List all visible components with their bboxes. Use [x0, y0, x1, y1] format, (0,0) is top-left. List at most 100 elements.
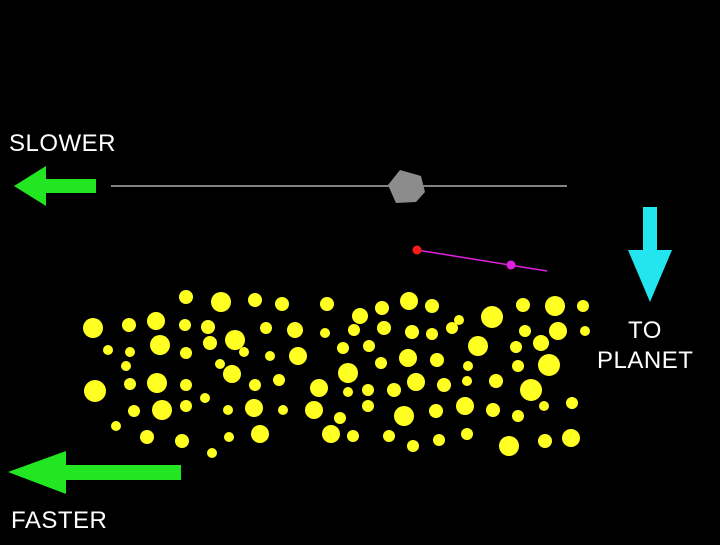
- particle-dot: [179, 290, 193, 304]
- particle-dot: [539, 401, 549, 411]
- particle-dot: [239, 347, 249, 357]
- particle-dot: [375, 301, 389, 315]
- particle-dot: [429, 404, 443, 418]
- particle-dot: [462, 376, 472, 386]
- particle-dot: [486, 403, 500, 417]
- particle-dot: [516, 298, 530, 312]
- particle-dot: [562, 429, 580, 447]
- trajectory-line: [417, 250, 547, 271]
- particle-dot: [147, 373, 167, 393]
- particle-dot: [150, 335, 170, 355]
- particle-dot: [124, 378, 136, 390]
- particle-dot: [320, 328, 330, 338]
- particle-dot: [446, 322, 458, 334]
- particle-dot: [383, 430, 395, 442]
- particle-dot: [519, 325, 531, 337]
- magenta-point: [507, 261, 516, 270]
- particle-dot: [248, 293, 262, 307]
- particle-dot: [215, 359, 225, 369]
- particle-dot: [180, 347, 192, 359]
- particle-dot: [352, 308, 368, 324]
- particle-dot: [180, 400, 192, 412]
- particle-dot: [278, 405, 288, 415]
- particle-dot: [430, 353, 444, 367]
- slower-label: SLOWER: [9, 131, 116, 157]
- particle-dot: [399, 349, 417, 367]
- particle-dot: [84, 380, 106, 402]
- particle-dot: [407, 373, 425, 391]
- particle-dot: [111, 421, 121, 431]
- particle-dot: [125, 347, 135, 357]
- particle-dot: [545, 296, 565, 316]
- particle-dot: [338, 363, 358, 383]
- particle-dot: [407, 440, 419, 452]
- particle-dot: [566, 397, 578, 409]
- particle-dot: [499, 436, 519, 456]
- particle-dot: [211, 292, 231, 312]
- particle-dot: [251, 425, 269, 443]
- particle-dot: [180, 379, 192, 391]
- particle-dot: [337, 342, 349, 354]
- particle-dot: [362, 384, 374, 396]
- particle-dot: [322, 425, 340, 443]
- particle-dot: [437, 378, 451, 392]
- particle-dot: [207, 448, 217, 458]
- particle-dot: [456, 397, 474, 415]
- particle-dot: [121, 361, 131, 371]
- particle-dot: [468, 336, 488, 356]
- slower-arrow-icon: [14, 166, 96, 206]
- particle-dot: [426, 328, 438, 340]
- to-planet-label-line1: TO: [628, 318, 662, 344]
- particle-dot: [200, 393, 210, 403]
- particle-dot: [538, 354, 560, 376]
- particle-dot: [375, 357, 387, 369]
- particle-dot: [289, 347, 307, 365]
- particle-dot: [538, 434, 552, 448]
- particle-dot: [260, 322, 272, 334]
- particle-dot: [461, 428, 473, 440]
- particle-dot: [463, 361, 473, 371]
- to-planet-label-line2: PLANET: [597, 348, 693, 374]
- particle-dot: [223, 365, 241, 383]
- particle-dot: [387, 383, 401, 397]
- red-point: [413, 246, 422, 255]
- particle-dot: [425, 299, 439, 313]
- faster-label: FASTER: [11, 508, 107, 534]
- particle-dot: [533, 335, 549, 351]
- particle-dot: [405, 325, 419, 339]
- particle-dot: [103, 345, 113, 355]
- particle-dot: [147, 312, 165, 330]
- particle-dot: [224, 432, 234, 442]
- particle-dot: [433, 434, 445, 446]
- particle-dot: [265, 351, 275, 361]
- particle-dot: [128, 405, 140, 417]
- particle-dot: [481, 306, 503, 328]
- particle-dot: [394, 406, 414, 426]
- particle-dot: [203, 336, 217, 350]
- particle-dot: [348, 324, 360, 336]
- particle-dot: [320, 297, 334, 311]
- particle-dot: [580, 326, 590, 336]
- particle-dot: [305, 401, 323, 419]
- particle-dot: [343, 387, 353, 397]
- particle-dot: [334, 412, 346, 424]
- particle-dot: [489, 374, 503, 388]
- particle-dot: [549, 322, 567, 340]
- particle-dot: [512, 410, 524, 422]
- faster-arrow-icon: [8, 451, 181, 494]
- particle-dot: [310, 379, 328, 397]
- particle-dot: [275, 297, 289, 311]
- particle-dot: [273, 374, 285, 386]
- particle-dot: [287, 322, 303, 338]
- rock-icon: [388, 170, 425, 203]
- particle-dot: [377, 321, 391, 335]
- particle-dot: [512, 360, 524, 372]
- particle-dot: [510, 341, 522, 353]
- particle-dot: [362, 400, 374, 412]
- particle-dot: [175, 434, 189, 448]
- particle-dot: [245, 399, 263, 417]
- particle-dot: [83, 318, 103, 338]
- particle-dot: [201, 320, 215, 334]
